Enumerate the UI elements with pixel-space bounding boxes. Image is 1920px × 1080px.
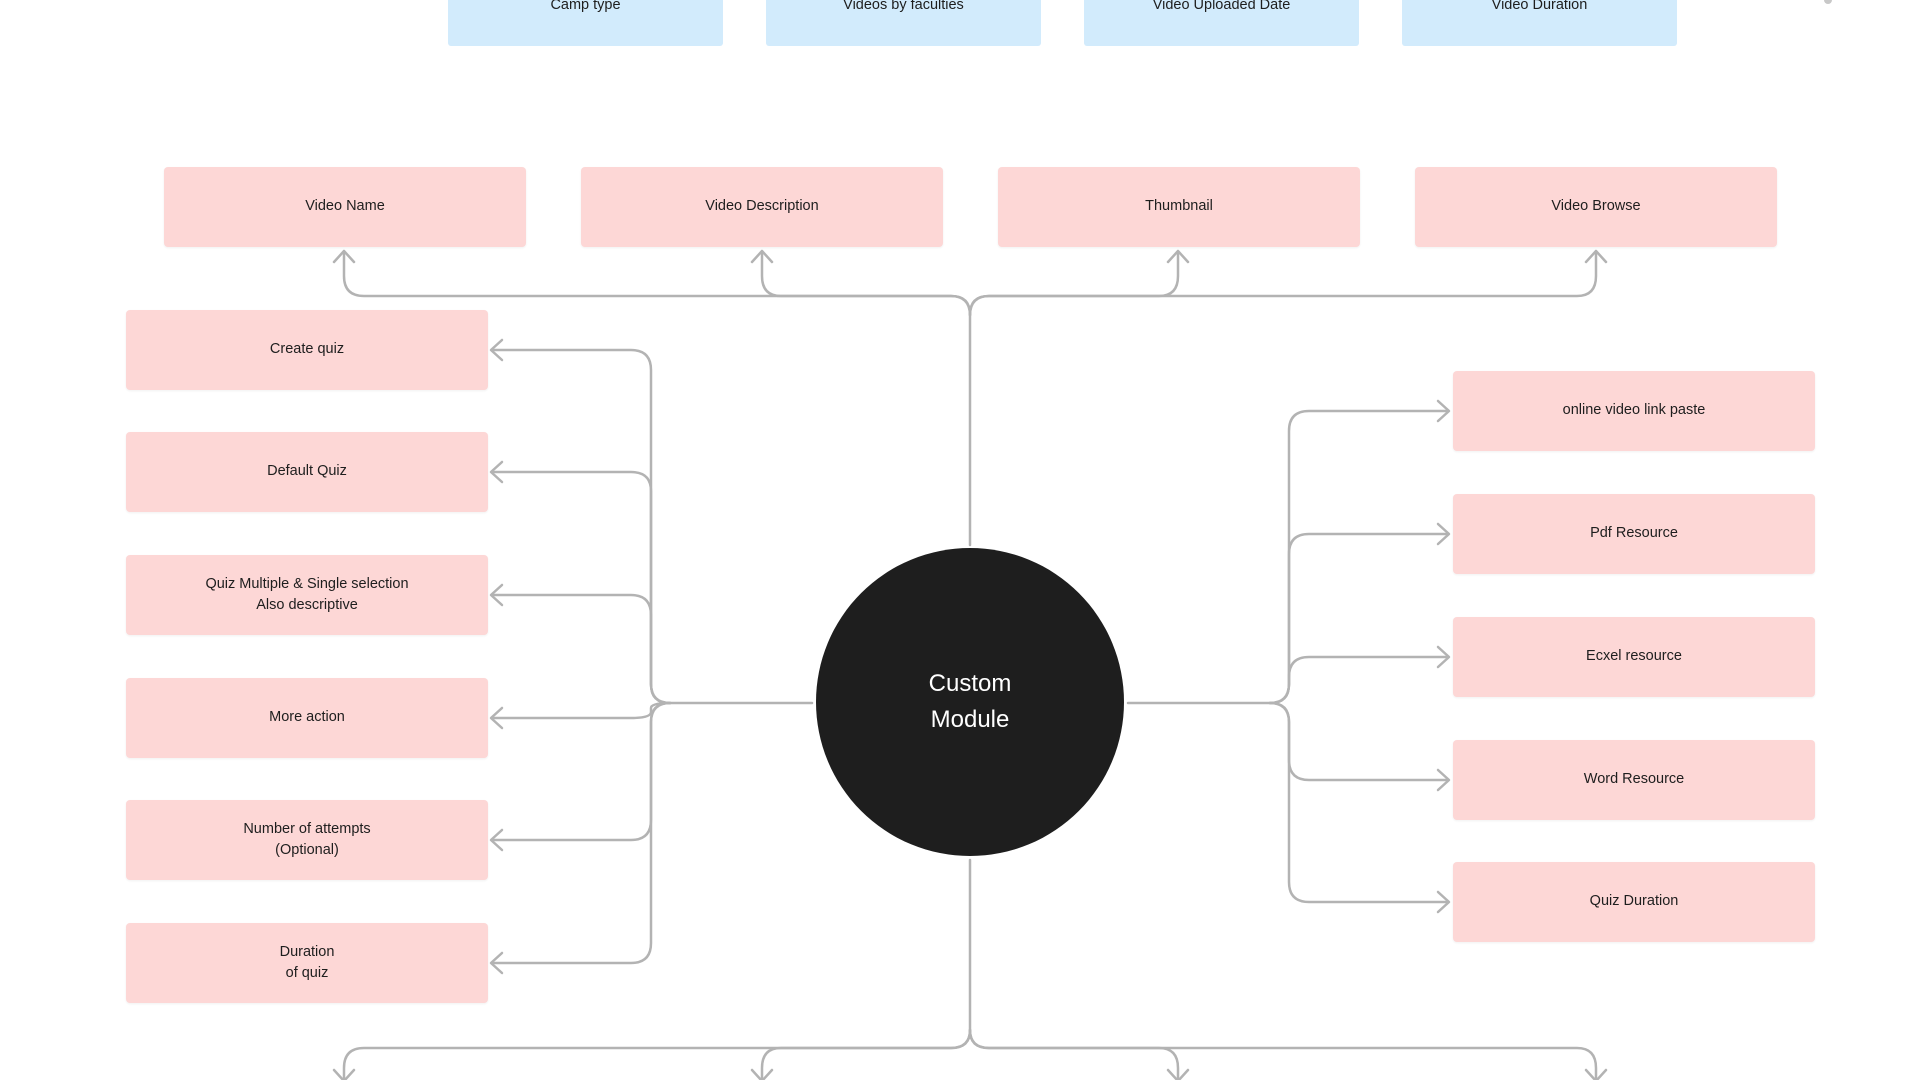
connector-up-4	[968, 251, 1598, 317]
node-label: Number of attempts (Optional)	[243, 820, 371, 858]
node-quiz-duration[interactable]: Quiz Duration	[1453, 862, 1815, 942]
node-pdf-resource[interactable]: Pdf Resource	[1453, 494, 1815, 574]
node-video-description[interactable]: Video Description	[581, 167, 943, 247]
node-label: Thumbnail	[1145, 198, 1213, 215]
node-online-video-link[interactable]: online video link paste	[1453, 371, 1815, 451]
node-label: Quiz Multiple & Single selection Also de…	[205, 575, 409, 613]
node-excel-resource[interactable]: Ecxel resource	[1453, 617, 1815, 697]
connector-up-2	[760, 251, 972, 317]
node-label: online video link paste	[1562, 402, 1706, 419]
node-camp-type[interactable]: Camp type	[448, 0, 723, 46]
node-label: Ecxel resource	[1586, 648, 1682, 665]
center-node-label: Custom Module	[928, 670, 1012, 733]
node-label: Video Duration	[1491, 0, 1588, 13]
node-videos-by-faculties[interactable]: Videos by faculties	[766, 0, 1041, 46]
node-label: Quiz Duration	[1589, 893, 1679, 910]
node-default-quiz[interactable]: Default Quiz	[126, 432, 488, 512]
node-video-uploaded-date[interactable]: Video Uploaded Date	[1084, 0, 1359, 46]
node-label: Video Browse	[1551, 198, 1641, 215]
node-quiz-selection[interactable]: Quiz Multiple & Single selection Also de…	[126, 555, 488, 635]
node-label: Videos by faculties	[843, 0, 964, 13]
node-number-of-attempts[interactable]: Number of attempts (Optional)	[126, 800, 488, 880]
node-label: More action	[269, 709, 345, 726]
node-label: Word Resource	[1583, 771, 1685, 788]
center-node-custom-module[interactable]: Custom Module	[816, 548, 1124, 856]
node-video-name[interactable]: Video Name	[164, 167, 526, 247]
node-word-resource[interactable]: Word Resource	[1453, 740, 1815, 820]
node-label: Video Name	[305, 198, 385, 215]
canvas-marker	[1824, 0, 1832, 4]
node-label: Default Quiz	[267, 463, 347, 480]
node-label: Video Description	[705, 198, 819, 215]
node-label: Camp type	[550, 0, 621, 13]
node-duration-of-quiz[interactable]: Duration of quiz	[126, 923, 488, 1003]
node-video-browse[interactable]: Video Browse	[1415, 167, 1777, 247]
node-video-duration[interactable]: Video Duration	[1402, 0, 1677, 46]
node-create-quiz[interactable]: Create quiz	[126, 310, 488, 390]
node-more-action[interactable]: More action	[126, 678, 488, 758]
node-label: Video Uploaded Date	[1152, 0, 1291, 13]
node-label: Pdf Resource	[1590, 525, 1678, 542]
connector-up-3	[968, 251, 1180, 317]
node-label: Create quiz	[269, 341, 345, 358]
node-thumbnail[interactable]: Thumbnail	[998, 167, 1360, 247]
node-label: Duration of quiz	[279, 943, 335, 981]
